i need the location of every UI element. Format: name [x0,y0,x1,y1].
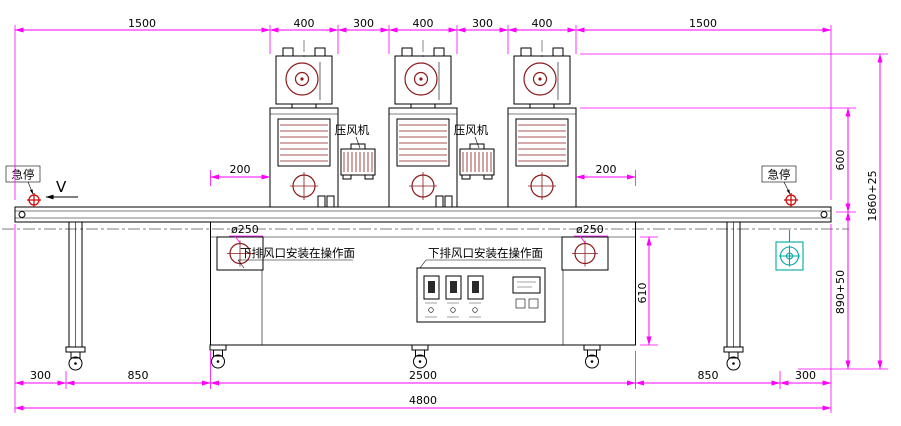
pressure-blower-1 [340,143,376,180]
panel-button-1 [515,298,526,309]
breaker-switch-2 [445,275,462,300]
drive-motor-unit [775,230,804,271]
uv-lamp-tower-1 [269,39,339,208]
dim-610: 610 [636,283,649,304]
dim-height-1860: 1860+25 [866,170,879,221]
indicator-light-1 [428,307,434,313]
caster-wheel [67,351,84,371]
pressure-blower-2 [459,143,495,180]
dia-label-right: ø250 [576,223,604,236]
caster-wheel [411,349,429,369]
indicator-light-3 [472,307,478,313]
dim-bottom-5: 300 [795,369,816,382]
exhaust-fan-right [561,236,609,271]
panel-button-2 [528,298,539,309]
blower-label-right: 压风机 [454,123,489,137]
dim-top-6: 400 [532,17,553,30]
dim-bottom-1: 300 [30,369,51,382]
panel-display [512,276,541,294]
dimension-layer: 1500 400 300 400 300 400 1500 600 890+50… [14,17,888,413]
machine-body [210,221,636,346]
dim-top-4: 400 [413,17,434,30]
conveyor [2,206,849,230]
dia-label-left: ø250 [231,223,259,236]
dim-top-2: 400 [294,17,315,30]
blower-label-left: 压风机 [335,123,370,137]
estop-button-right [783,192,799,208]
direction-label: V [56,178,67,196]
belt-clamps [317,195,453,208]
dim-200-right: 200 [596,163,617,176]
dim-total-4800: 4800 [409,394,437,407]
estop-button-left [26,192,42,208]
support-legs [65,221,744,371]
dim-height-890: 890+50 [834,270,847,314]
dim-top-5: 300 [472,17,493,30]
dim-height-600: 600 [834,150,847,171]
control-panel [416,267,546,323]
caster-wheel [209,349,227,369]
dim-bottom-4: 850 [698,369,719,382]
breaker-switch-1 [423,275,440,300]
estop-label-left: 急停 [12,168,35,182]
uv-lamp-tower-3 [507,39,577,208]
caster-wheel [725,351,742,371]
dim-top-1: 1500 [128,17,156,30]
dim-top-3: 300 [353,17,374,30]
dim-200-left: 200 [230,163,251,176]
caster-wheel [583,349,601,369]
labels: 急停 急停 V 压风机 压风机 下排风口安装在操作面 下排风口安装在操作面 [5,123,797,269]
dim-bottom-3: 2500 [409,369,437,382]
exhaust-note-left: 下排风口安装在操作面 [240,246,355,260]
exhaust-note-right: 下排风口安装在操作面 [428,246,543,260]
indicator-light-2 [450,307,456,313]
uv-lamp-tower-2 [388,39,458,208]
breaker-switch-3 [467,275,484,300]
dim-bottom-2: 850 [128,369,149,382]
estop-label-right: 急停 [768,168,791,182]
dim-top-7: 1500 [689,17,717,30]
